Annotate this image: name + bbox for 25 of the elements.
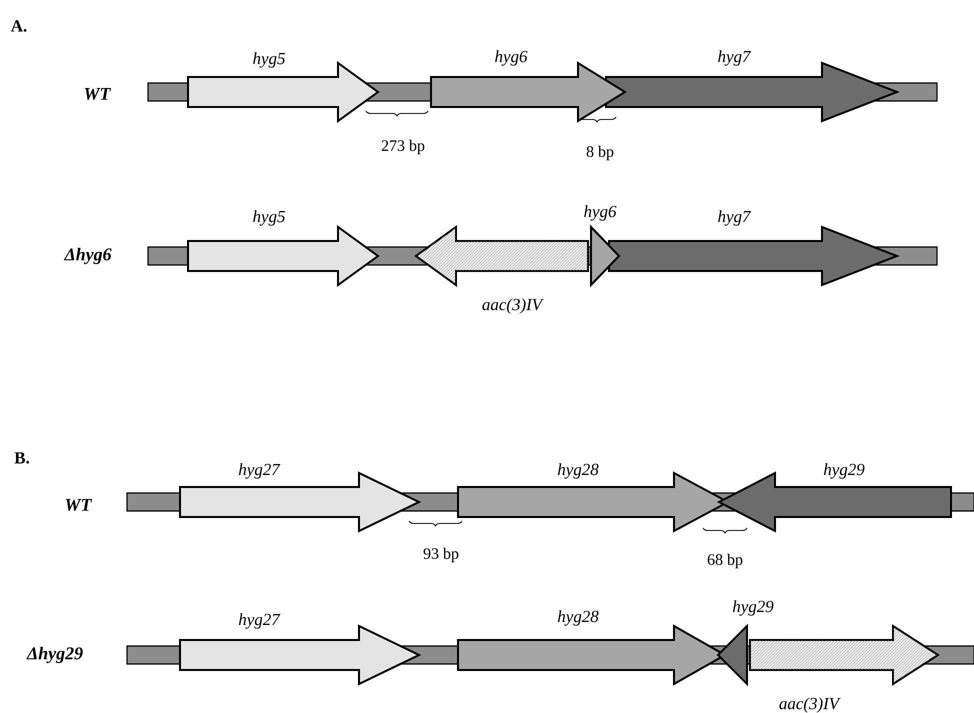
strain-label: Δhyg29 (26, 646, 83, 664)
gap-length: 93 bp (424, 548, 458, 562)
strain-label: WT (66, 498, 92, 511)
gene-label: hyg6 (495, 50, 528, 66)
gene-label: hyg7 (718, 50, 752, 66)
gap-length: 8 bp (586, 146, 614, 160)
gene-label: hyg28 (558, 610, 599, 626)
gap-length: 68 bp (708, 554, 742, 568)
gene-shape (414, 225, 589, 287)
gene-label: hyg27 (238, 463, 280, 479)
gene-label: hyg5 (253, 52, 285, 68)
gene-label: hyg7 (718, 210, 752, 226)
panel-label: A. (10, 20, 26, 32)
gene-label: aac(3)IV (482, 298, 544, 314)
gene-label: aac(3)IV (779, 697, 841, 713)
strain-label: WT (84, 88, 112, 100)
gene-label: hyg28 (558, 463, 599, 479)
gene-label: hyg29 (824, 463, 864, 479)
gene-label: hyg6 (584, 205, 616, 221)
gene-label: hyg29 (732, 600, 774, 616)
gap-length: 273 bp (382, 140, 424, 154)
panel-label: B. (14, 452, 30, 464)
gene-shape (749, 624, 940, 686)
gene-label: hyg5 (253, 210, 285, 226)
strain-label: Δhyg6 (64, 248, 112, 264)
